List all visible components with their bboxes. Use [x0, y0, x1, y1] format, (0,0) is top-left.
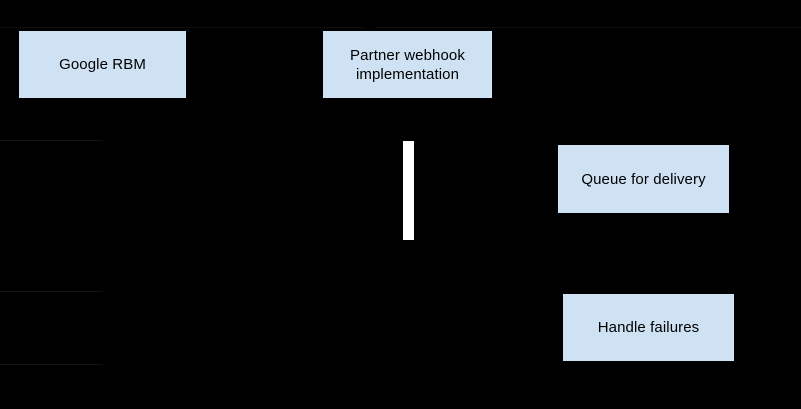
connector-partner-to-queue	[403, 141, 414, 240]
connector-faint-mid-left	[0, 291, 103, 292]
connector-faint-top-edge-right	[376, 27, 801, 28]
node-partner-webhook-implementation[interactable]: Partner webhook implementation	[323, 31, 492, 98]
node-google-rbm[interactable]: Google RBM	[19, 31, 186, 98]
node-google-rbm-label: Google RBM	[59, 56, 146, 73]
node-queue-for-delivery-label: Queue for delivery	[581, 170, 706, 188]
node-handle-failures-label: Handle failures	[597, 319, 700, 336]
node-handle-failures[interactable]: Handle failures	[563, 294, 734, 361]
connector-faint-top-left	[0, 140, 103, 141]
connector-faint-top-edge-left	[0, 27, 365, 28]
node-queue-for-delivery[interactable]: Queue for delivery	[558, 145, 729, 213]
connector-faint-bottom-left	[0, 364, 103, 365]
node-partner-webhook-implementation-label: Partner webhook implementation	[350, 46, 465, 83]
